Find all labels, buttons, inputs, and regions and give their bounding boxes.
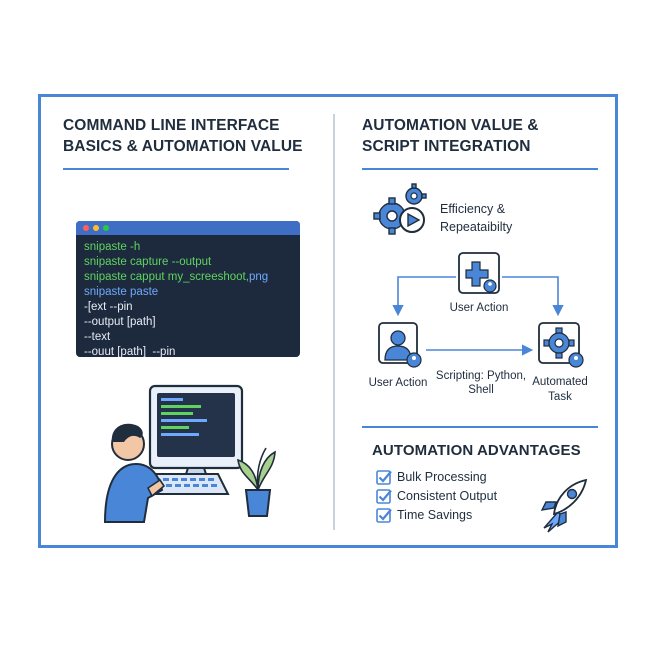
advantages-rule: [362, 426, 598, 428]
scripting-label: Scripting: Python, Shell: [430, 369, 532, 397]
automated-task-label: Automated Task: [520, 375, 600, 405]
terminal-line: --output [path]: [84, 316, 156, 328]
gears-play-icon: [373, 183, 427, 235]
close-dot-icon: [83, 225, 89, 231]
automated-line2: Task: [548, 391, 572, 403]
terminal-line: snipaste paste: [84, 286, 159, 298]
advantage-item: Consistent Output: [376, 487, 497, 505]
advantage-label: Time Savings: [397, 508, 473, 522]
terminal-line: --ouut [path] --pin: [84, 346, 176, 357]
rocket-icon: [540, 478, 588, 533]
terminal-line: --text: [84, 331, 111, 343]
advantage-item: Time Savings: [376, 506, 472, 524]
user-action-left-icon: [378, 322, 422, 368]
checkbox-checked-icon: [376, 508, 392, 523]
terminal-line: snipaste -h: [84, 241, 141, 253]
advantage-label: Bulk Processing: [397, 470, 487, 484]
terminal-title-bar: [76, 221, 300, 235]
checkbox-checked-icon: [376, 489, 392, 504]
left-heading-line2: BASICS & AUTOMATION VALUE: [63, 138, 303, 155]
terminal-line: snipaste capture --output: [84, 256, 212, 268]
terminal-line: snipaste capput my_screeshoot,png: [84, 271, 269, 283]
advantages-heading: AUTOMATION ADVANTAGES: [372, 442, 581, 459]
scripting-line1: Scripting: Python,: [435, 370, 527, 382]
right-heading-line1: AUTOMATION VALUE &: [362, 117, 539, 134]
efficiency-label: Efficiency & Repeataibilty: [440, 200, 512, 236]
checkbox-checked-icon: [376, 470, 392, 485]
efficiency-line1: Efficiency &: [440, 202, 506, 216]
right-heading-rule: [362, 168, 598, 170]
advantage-label: Consistent Output: [397, 489, 498, 503]
person-computer-illustration: [103, 384, 276, 523]
left-heading: COMMAND LINE INTERFACE BASICS & AUTOMATI…: [63, 115, 303, 157]
user-action-top-icon: [458, 252, 500, 294]
efficiency-line2: Repeataibilty: [440, 220, 513, 234]
right-heading: AUTOMATION VALUE & SCRIPT INTEGRATION: [362, 115, 539, 157]
automated-line1: Automated: [532, 376, 588, 388]
scripting-line2: Shell: [468, 384, 494, 396]
maximize-dot-icon: [103, 225, 109, 231]
column-divider: [333, 114, 335, 530]
terminal-output: snipaste -h snipaste capture --output snip…: [76, 235, 300, 357]
terminal-line: -[ext --pin: [84, 301, 133, 313]
left-heading-line1: COMMAND LINE INTERFACE: [63, 117, 280, 134]
terminal-window: snipaste -h snipaste capture --output snip…: [76, 221, 300, 357]
user-action-left-label: User Action: [368, 377, 428, 389]
advantage-item: Bulk Processing: [376, 468, 487, 486]
left-heading-rule: [63, 168, 289, 170]
minimize-dot-icon: [93, 225, 99, 231]
automated-task-icon: [538, 322, 584, 368]
right-heading-line2: SCRIPT INTEGRATION: [362, 138, 531, 155]
user-action-top-label: User Action: [449, 302, 509, 314]
